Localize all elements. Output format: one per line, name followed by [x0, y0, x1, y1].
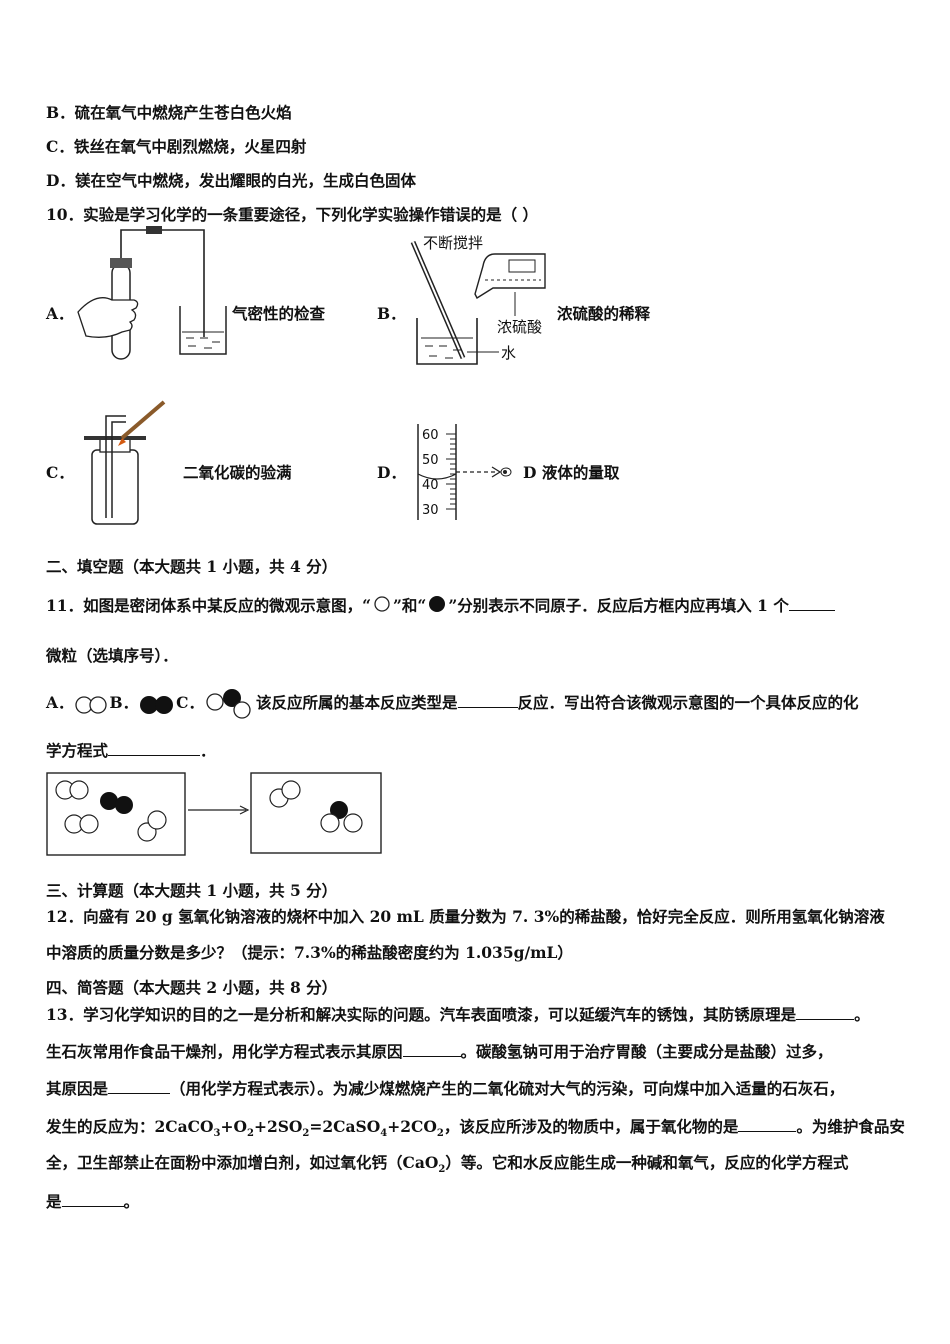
q10-d-caption: D 液体的量取	[523, 463, 620, 482]
q13-l4b: +O	[220, 1117, 247, 1136]
reaction-diagram	[46, 772, 382, 856]
q12-line2: 中溶质的质量分数是多少？（提示：7.3%的稀盐酸密度约为 1.035g/mL）	[46, 943, 573, 962]
section-2-title: 二、填空题（本大题共 1 小题，共 4 分）	[46, 557, 338, 576]
q10-b-label: B．	[377, 304, 406, 323]
q13-line1: 13．学习化学知识的目的之一是分析和解决实际的问题。汽车表面喷漆，可以延缓汽车的…	[46, 1003, 870, 1025]
q11-line3: A． B． C． 该反应所属的基本反应类型是 反应．写出符合该微观示意图的一个具体反应的…	[46, 688, 859, 720]
scale-30: 30	[422, 503, 439, 518]
q9-option-d: D．镁在空气中燃烧，发出耀眼的白光，生成白色固体	[46, 171, 416, 190]
q13-blank-5[interactable]	[61, 1190, 124, 1207]
acid-text: 浓硫酸	[497, 318, 542, 336]
q10-d-label: D．	[377, 463, 406, 482]
option-a-molecule-icon	[74, 696, 107, 714]
q10-stem: 10．实验是学习化学的一条重要途径，下列化学实验操作错误的是（ ）	[46, 205, 538, 224]
q11-blank-3[interactable]	[108, 739, 201, 756]
sub-2d: 2	[438, 1164, 446, 1176]
q13-line4: 发生的反应为：2CaCO3+O2+2SO2=2CaSO4+2CO2，该反应所涉及…	[46, 1115, 905, 1144]
q11-line3-b: 反应．写出符合该微观示意图的一个具体反应的化	[517, 693, 859, 712]
q13-l2a: 生石灰常用作食品干燥剂，用化学方程式表示其原因	[46, 1042, 403, 1061]
q13-l1b: 。	[854, 1005, 870, 1024]
q13-l3b: （用化学方程式表示）。为减少煤燃烧产生的二氧化硫对大气的污染，可向煤中加入适量的…	[170, 1079, 845, 1098]
cylinder-reading-figure: 60 50 40 30	[417, 424, 512, 520]
q11-line4-end: ．	[200, 741, 216, 760]
scale-50: 50	[422, 453, 439, 468]
q13-blank-3[interactable]	[108, 1077, 171, 1094]
q11-opt-b-label: B．	[109, 693, 139, 712]
q13-l4f: ，该反应所涉及的物质中，属于氧化物的是	[443, 1117, 739, 1136]
q10-c-label: C．	[46, 463, 74, 482]
sub-2a: 2	[246, 1128, 254, 1140]
q9-option-c: C．铁丝在氧气中剧烈燃烧，火星四射	[46, 137, 307, 156]
q13-l4c: +2SO	[253, 1117, 303, 1136]
q13-l2b: 。碳酸氢钠可用于治疗胃酸（主要成分是盐酸）过多，	[460, 1042, 833, 1061]
q13-l4e: +2CO	[387, 1117, 437, 1136]
q13-blank-2[interactable]	[402, 1040, 461, 1057]
acid-dilution-figure: 不断搅拌 浓硫酸 水	[410, 234, 546, 365]
q10-b-caption: 浓硫酸的稀释	[557, 304, 651, 323]
q10-a-label: A．	[46, 304, 74, 323]
q13-line5: 全，卫生部禁止在面粉中添加增白剂，如过氧化钙（CaO2）等。它和水反应能生成一种…	[46, 1153, 848, 1180]
co2-check-figure	[84, 400, 166, 525]
sub-4: 4	[380, 1128, 388, 1140]
section-4-title: 四、简答题（本大题共 2 小题，共 8 分）	[46, 978, 338, 997]
q10-a-caption: 气密性的检查	[232, 304, 326, 323]
q11-line2: 微粒（选填序号）．	[46, 646, 178, 665]
white-atom-icon	[374, 596, 390, 612]
q12-line1: 12．向盛有 20 g 氢氧化钠溶液的烧杯中加入 20 mL 质量分数为 7. …	[46, 907, 885, 926]
q13-l1a: 13．学习化学知识的目的之一是分析和解决实际的问题。汽车表面喷漆，可以延缓汽车的…	[46, 1005, 797, 1024]
q11-blank-2[interactable]	[457, 691, 518, 708]
q13-l4g: 。为维护食品安	[796, 1117, 905, 1136]
q11-line4-text: 学方程式	[46, 741, 109, 760]
sub-2c: 2	[436, 1128, 444, 1140]
q13-l6b: 。	[123, 1192, 140, 1211]
scale-60: 60	[422, 428, 439, 443]
q11-line1: 11．如图是密闭体系中某反应的微观示意图，“ ”和“ ”分别表示不同原子．反应后方框…	[46, 594, 835, 618]
q11-stem-a: 11．如图是密闭体系中某反应的微观示意图，“	[46, 596, 371, 615]
option-b-molecule-icon	[140, 696, 174, 714]
q11-stem-c: ”分别表示不同原子．反应后方框内应再填入 1 个	[448, 596, 789, 615]
q13-l3a: 其原因是	[46, 1079, 109, 1098]
q13-blank-1[interactable]	[796, 1003, 855, 1020]
q13-line6: 是。	[46, 1190, 139, 1212]
option-c-molecule-icon	[206, 689, 251, 719]
q11-line3-a: 该反应所属的基本反应类型是	[255, 693, 458, 712]
black-atom-icon	[429, 596, 446, 612]
q13-l5b: ）等。它和水反应能生成一种碱和氧气，反应的化学方程式	[445, 1153, 849, 1172]
sub-3: 3	[213, 1128, 221, 1140]
q11-stem-b: ”和“	[393, 596, 427, 615]
q13-l6a: 是	[46, 1192, 62, 1211]
q13-l4d: =2CaSO	[309, 1117, 381, 1136]
q13-line2: 生石灰常用作食品干燥剂，用化学方程式表示其原因 。碳酸氢钠可用于治疗胃酸（主要成分…	[46, 1040, 833, 1062]
q11-opt-c-label: C．	[176, 693, 204, 712]
q11-opt-a-label: A．	[46, 693, 74, 712]
q13-l5a: 全，卫生部禁止在面粉中添加增白剂，如过氧化钙（CaO	[46, 1153, 439, 1172]
q11-line4: 学方程式 ．	[46, 739, 216, 761]
q13-line3: 其原因是 （用化学方程式表示）。为减少煤燃烧产生的二氧化硫对大气的污染，可向煤中加…	[46, 1077, 844, 1099]
airtightness-check-figure	[77, 226, 227, 360]
section-3-title: 三、计算题（本大题共 1 小题，共 5 分）	[46, 881, 338, 900]
sub-2b: 2	[302, 1128, 310, 1140]
q11-blank-1[interactable]	[788, 594, 835, 611]
scale-40: 40	[422, 478, 439, 493]
q13-blank-4[interactable]	[738, 1115, 797, 1132]
q13-l4a: 发生的反应为：2CaCO	[46, 1117, 214, 1136]
stir-text: 不断搅拌	[423, 234, 483, 252]
q9-option-b: B．硫在氧气中燃烧产生苍白色火焰	[46, 103, 292, 122]
q10-c-caption: 二氧化碳的验满	[183, 463, 292, 482]
water-text: 水	[501, 344, 516, 362]
